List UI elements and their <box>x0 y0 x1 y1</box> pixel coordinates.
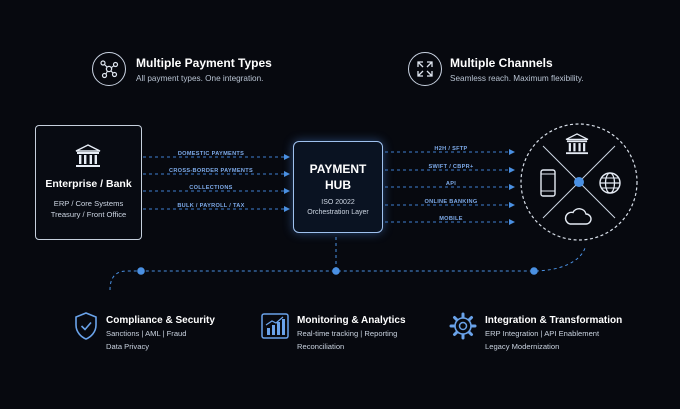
flow-mobile: MOBILE <box>439 216 463 222</box>
expand-arrows-icon <box>408 52 442 86</box>
enterprise-box: Enterprise / Bank ERP / Core Systems Tre… <box>35 125 142 240</box>
compliance-line1: Sanctions | AML | Fraud <box>106 329 187 338</box>
mobile-icon <box>540 169 556 197</box>
enterprise-line1: ERP / Core Systems <box>53 199 124 208</box>
channel-bank-icon <box>565 133 589 155</box>
gear-icon <box>449 312 477 340</box>
flow-swift-cbpr: SWIFT / CBPR+ <box>428 164 474 170</box>
flow-cross-border-payments: CROSS-BORDER PAYMENTS <box>169 168 253 174</box>
enterprise-line2: Treasury / Front Office <box>50 210 127 219</box>
header-right-subtitle: Seamless reach. Maximum flexibility. <box>450 74 584 83</box>
header-left-title: Multiple Payment Types <box>136 56 272 70</box>
flow-api: API <box>445 181 457 187</box>
flow-domestic-payments: DOMESTIC PAYMENTS <box>177 151 245 157</box>
enterprise-title: Enterprise / Bank <box>45 178 132 190</box>
monitoring-line1: Real-time tracking | Reporting <box>297 329 398 338</box>
network-nodes-icon <box>92 52 126 86</box>
flow-collections: COLLECTIONS <box>189 185 233 191</box>
hub-sub1: ISO 20022 <box>321 199 355 206</box>
compliance-line2: Data Privacy <box>106 342 150 351</box>
channels-circle <box>520 123 638 241</box>
flow-bulk-payroll-tax: BULK / PAYROLL / TAX <box>177 203 245 209</box>
shield-check-icon <box>75 312 97 340</box>
integration-line1: ERP Integration | API Enablement <box>485 329 600 338</box>
header-left-subtitle: All payment types. One integration. <box>136 74 264 83</box>
monitoring-title: Monitoring & Analytics <box>297 315 406 326</box>
hub-sub2: Orchestration Layer <box>307 209 369 216</box>
flow-h2h-sftp: H2H / SFTP <box>434 146 468 152</box>
integration-title: Integration & Transformation <box>485 315 623 326</box>
header-right-title: Multiple Channels <box>450 56 553 70</box>
integration-line2: Legacy Modernization <box>485 342 560 351</box>
bank-icon <box>75 144 101 167</box>
compliance-title: Compliance & Security <box>106 315 215 326</box>
bar-chart-icon <box>261 313 289 339</box>
cloud-icon <box>564 208 592 225</box>
globe-icon <box>599 172 621 194</box>
flow-online-banking: ONLINE BANKING <box>424 199 478 205</box>
hub-title-line1: PAYMENT <box>309 162 367 176</box>
payment-hub-box: PAYMENT HUB ISO 20022 Orchestration Laye… <box>293 141 383 233</box>
hub-title-line2: HUB <box>325 178 351 192</box>
monitoring-line2: Reconciliation <box>297 342 345 351</box>
